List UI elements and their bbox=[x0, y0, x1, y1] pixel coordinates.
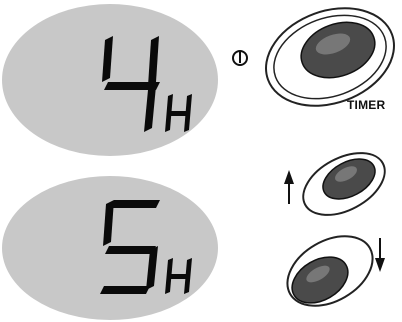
up-button[interactable] bbox=[296, 148, 392, 220]
up-arrow-icon bbox=[283, 170, 295, 206]
power-icon bbox=[230, 48, 250, 68]
timer-display-bottom: 5 bbox=[0, 168, 230, 322]
timer-display-top: 4 bbox=[0, 0, 230, 160]
timer-label: TIMER bbox=[347, 98, 385, 112]
down-arrow-icon bbox=[374, 236, 386, 272]
down-button[interactable] bbox=[278, 226, 382, 316]
